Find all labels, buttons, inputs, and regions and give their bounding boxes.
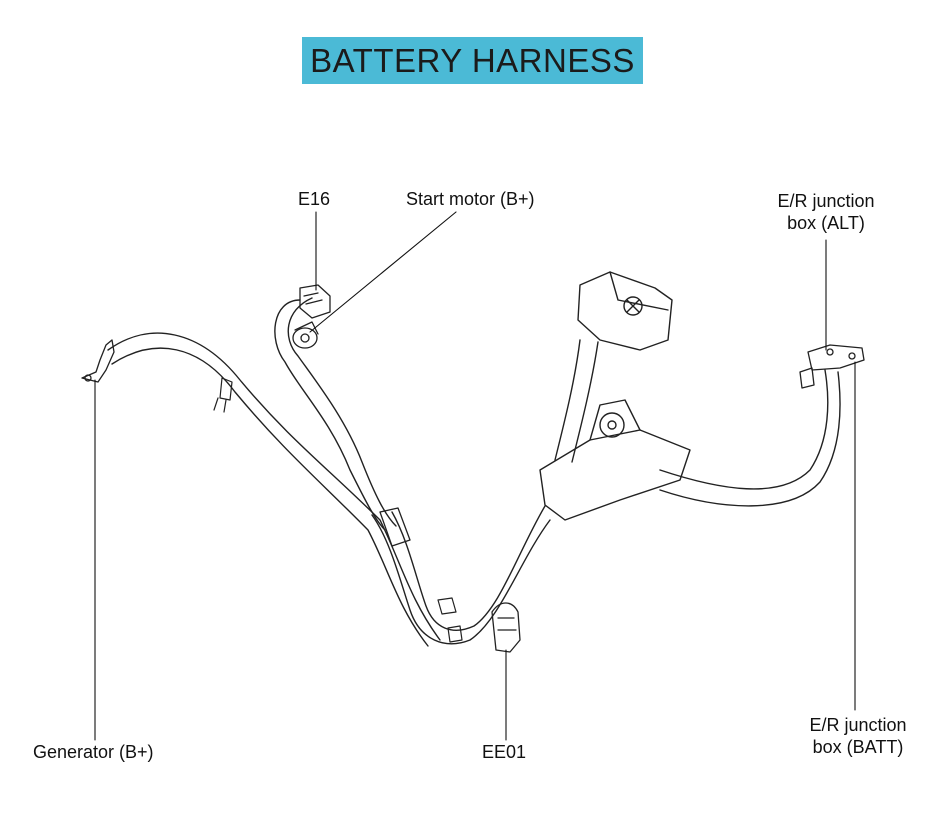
junction-cable: [659, 369, 841, 507]
label-er-junction-batt: E/R junction box (BATT): [790, 714, 926, 758]
label-generator: Generator (B+): [33, 742, 154, 762]
label-start-motor: Start motor (B+): [406, 189, 535, 209]
label-er-alt-line1: E/R junction: [777, 191, 875, 211]
battery-cable: [554, 339, 599, 463]
start-motor-terminal: [292, 321, 319, 349]
battery-terminal-cover: [577, 271, 673, 351]
label-er-alt-line2: box (ALT): [787, 213, 865, 233]
leader-lines: [94, 211, 856, 741]
starter-cable: [274, 297, 397, 531]
title-banner: BATTERY HARNESS: [302, 37, 643, 84]
label-ee01: EE01: [482, 742, 527, 762]
label-er-batt-line2: box (BATT): [812, 737, 904, 757]
cable-clip: [213, 377, 233, 413]
generator-terminal: [81, 339, 115, 383]
label-er-batt-line1: E/R junction: [809, 715, 907, 735]
diagram-title: BATTERY HARNESS: [310, 41, 635, 79]
label-e16: E16: [298, 189, 331, 209]
junction-terminal: [799, 344, 865, 389]
label-er-junction-alt: E/R junction box (ALT): [758, 190, 894, 234]
generator-cable: [107, 332, 441, 647]
leader-start-motor: [309, 211, 457, 333]
e16-connector: [299, 284, 331, 319]
fuse-block: [539, 399, 691, 521]
main-trunk: [371, 505, 551, 645]
ee01-connector: [491, 602, 521, 653]
